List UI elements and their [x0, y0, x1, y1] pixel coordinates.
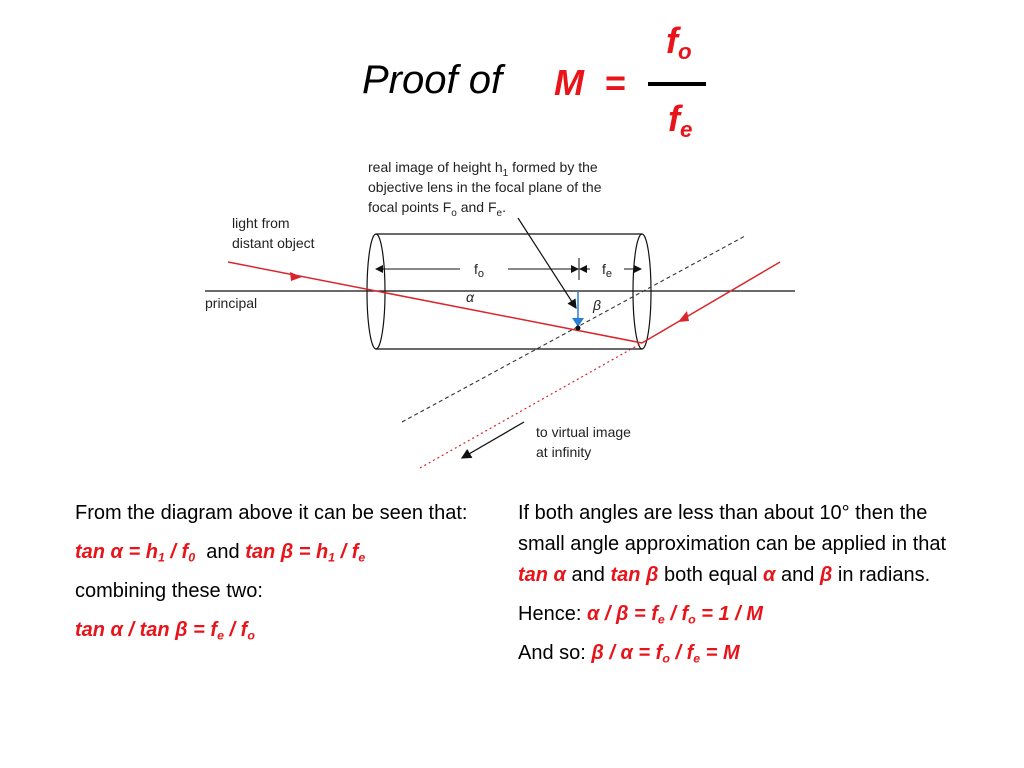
virtual-image-arrow	[460, 421, 525, 459]
left-tan-equations: tan α = h1 / f0 and tan β = h1 / fe	[75, 537, 485, 568]
title-numerator: fo	[666, 20, 692, 65]
outgoing-ray-dotted	[419, 342, 643, 469]
fraction-bar	[648, 82, 706, 86]
right-tan-beta: tan β	[610, 564, 659, 586]
title-equals: =	[605, 62, 627, 103]
left-combining: combining these two:	[75, 580, 263, 602]
right-and-so: And so: β / α = fo / fe = M	[518, 642, 740, 666]
objective-lens	[366, 233, 386, 350]
left-and: and	[206, 541, 240, 563]
virtual-label-2: at infinity	[536, 444, 591, 460]
caption-line-2: objective lens in the focal plane of the	[368, 179, 602, 195]
light-label-1: light from	[232, 215, 290, 231]
title-denominator: fe	[668, 98, 693, 143]
caption-pointer-line	[517, 217, 577, 310]
incoming-ray	[227, 261, 643, 344]
left-intro: From the diagram above it can be seen th…	[75, 502, 468, 524]
right-alpha: α	[762, 564, 776, 586]
numerator-sub: o	[678, 39, 692, 65]
right-beta: β	[819, 564, 833, 586]
eyepiece-lens	[632, 233, 652, 350]
right-hence: Hence: α / β = fe / fo = 1 / M	[518, 603, 763, 627]
image-height-arrowhead	[572, 318, 584, 327]
denominator-f: f	[668, 98, 680, 139]
tan-alpha-equation: tan α = h1 / f0	[75, 541, 196, 565]
beta-label: β	[592, 297, 601, 313]
fe-label: fe	[602, 261, 612, 280]
right-small-angle: If both angles are less than about 10° t…	[518, 502, 947, 586]
right-and-2: and	[780, 564, 815, 586]
caption-line-1: real image of height h1 formed by the	[368, 159, 598, 179]
right-tan-alpha: tan α	[518, 564, 566, 586]
title-m: M	[554, 62, 584, 103]
telescope-diagram: real image of height h1 formed by the ob…	[205, 159, 795, 469]
hence-equation: α / β = fe / fo = 1 / M	[586, 603, 763, 627]
light-label-2: distant object	[232, 235, 315, 251]
fo-label: fo	[474, 261, 484, 280]
focal-point	[575, 325, 581, 331]
left-explanation: From the diagram above it can be seen th…	[75, 498, 485, 654]
andso-equation: β / α = fo / fe = M	[591, 642, 740, 666]
dashed-ray	[401, 235, 746, 423]
right-explanation: If both angles are less than about 10° t…	[518, 498, 978, 677]
caption-line-3: focal points Fo and Fe.	[368, 199, 506, 219]
numerator-f: f	[666, 20, 678, 61]
principal-label: principal	[205, 295, 257, 311]
denominator-sub: e	[680, 117, 693, 143]
virtual-label-1: to virtual image	[536, 424, 631, 440]
left-combined-equation: tan α / tan β = fe / fo	[75, 615, 485, 646]
alpha-label: α	[466, 289, 475, 305]
right-and-1: and	[571, 564, 605, 586]
tan-beta-equation: tan β = h1 / fe	[245, 541, 366, 565]
combined-equation: tan α / tan β = fe / fo	[75, 619, 255, 643]
outgoing-ray-arrow	[678, 311, 689, 322]
title-proof-of: Proof of	[362, 58, 503, 102]
outgoing-ray-solid	[641, 261, 781, 344]
incoming-ray-arrow	[290, 272, 302, 281]
